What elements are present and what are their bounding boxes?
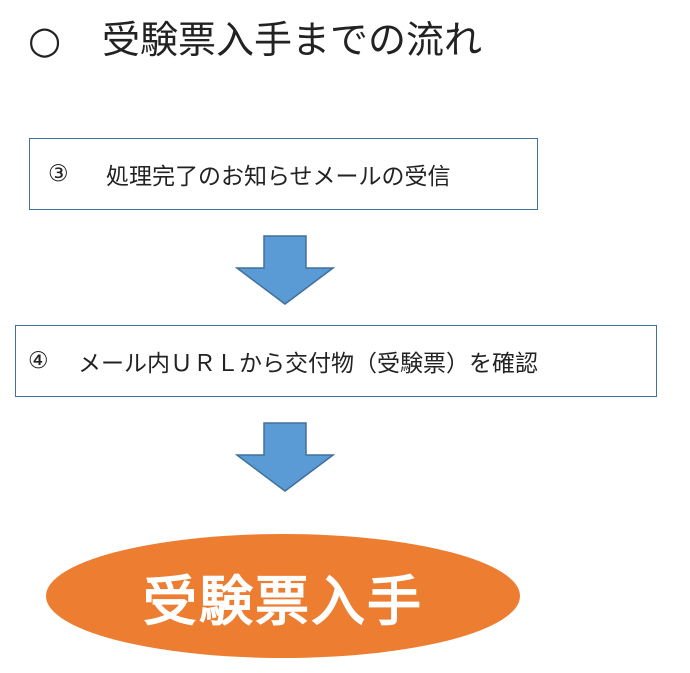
circle-mark-icon: ○ (28, 18, 62, 62)
step-4-number: ④ (28, 348, 49, 374)
step-4-box: ④ メール内ＵＲＬから交付物（受験票）を確認 (15, 325, 657, 397)
step-3-label: 処理完了のお知らせメールの受信 (106, 164, 451, 190)
page-title: ○ 受験票入手までの流れ (28, 14, 482, 66)
page-title-text: 受験票入手までの流れ (102, 18, 483, 62)
step-3-number: ③ (48, 161, 69, 187)
result-ellipse (46, 534, 520, 658)
down-arrow-icon (235, 235, 335, 305)
step-3-box: ③ 処理完了のお知らせメールの受信 (29, 138, 538, 210)
result-label: 受験票入手 (143, 569, 423, 633)
step-4-label: メール内ＵＲＬから交付物（受験票）を確認 (78, 351, 538, 377)
down-arrow-icon (235, 422, 335, 492)
